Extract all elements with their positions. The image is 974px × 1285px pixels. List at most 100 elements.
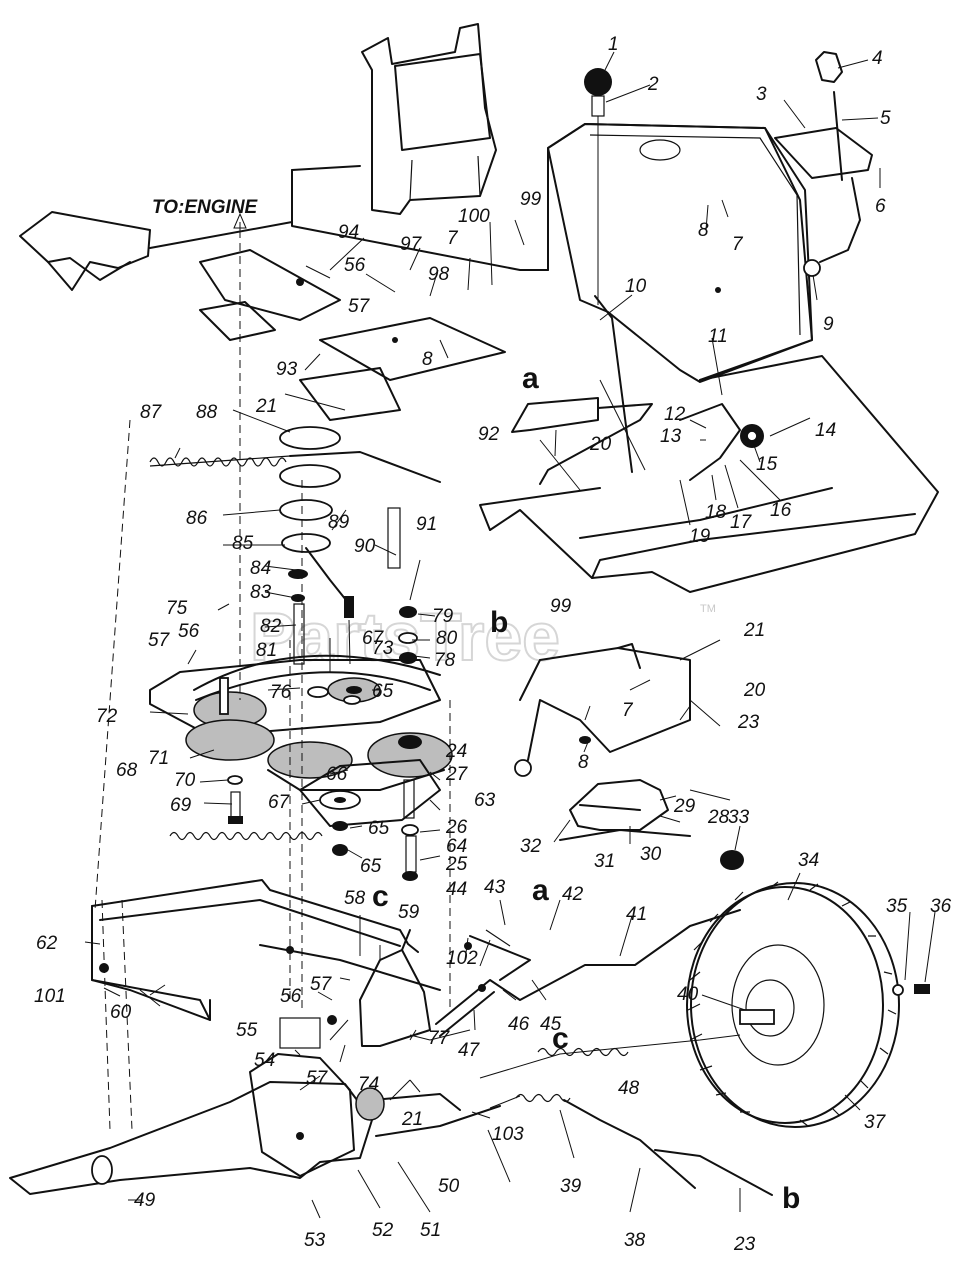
callout-86: 86: [186, 508, 208, 529]
callout-57-bracket: 57: [310, 974, 333, 995]
dash-housing: [547, 123, 813, 383]
callout-69: 69: [170, 795, 192, 816]
callout-73: 73: [372, 638, 394, 659]
transaxle-52: [9, 1053, 461, 1195]
shift-bracket: [279, 929, 431, 1049]
callout-54: 54: [254, 1050, 275, 1071]
callout-21-upper: 21: [255, 396, 277, 417]
callout-32: 32: [520, 836, 542, 857]
callout-75: 75: [166, 598, 188, 619]
callout-38: 38: [624, 1230, 646, 1251]
callout-63: 63: [474, 790, 496, 811]
shift-lever: [774, 51, 873, 277]
leader-lines: [84, 51, 936, 1219]
callout-40: 40: [677, 984, 699, 1005]
callout-28: 28: [707, 807, 730, 828]
clutch-cam: [559, 779, 691, 841]
callout-83: 83: [250, 582, 272, 603]
callout-78: 78: [434, 650, 456, 671]
callout-99-upper: 99: [520, 189, 542, 210]
callout-12: 12: [664, 404, 686, 425]
callout-66: 66: [326, 764, 348, 785]
callout-59: 59: [398, 902, 420, 923]
callout-65-mid: 65: [368, 818, 390, 839]
callout-37: 37: [864, 1112, 887, 1133]
ref-a-lower: a: [532, 874, 549, 907]
callout-20-bracket: 20: [743, 680, 766, 701]
ref-b-lower: b: [782, 1182, 800, 1215]
callout-1: 1: [608, 34, 619, 55]
callout-88: 88: [196, 402, 218, 423]
spring-87: [149, 451, 441, 483]
engine-callout: TO:ENGINE: [152, 197, 259, 218]
callout-81: 81: [256, 640, 277, 661]
callout-57-deck: 57: [348, 296, 371, 317]
ref-c-upper: c: [372, 880, 389, 913]
callout-33: 33: [728, 807, 750, 828]
callout-56-deck: 56: [344, 255, 366, 276]
callout-56-left: 56: [178, 621, 200, 642]
callout-55: 55: [236, 1020, 258, 1041]
part-callouts: 1 2 3 4 5 6 7 7 7 8 8 8 9 10 11 12 13 14…: [34, 34, 952, 1255]
rod-50: [375, 1105, 501, 1137]
callout-53: 53: [304, 1230, 326, 1251]
callout-17: 17: [730, 512, 753, 533]
callout-41: 41: [626, 904, 647, 925]
callout-11: 11: [708, 326, 728, 347]
callout-91: 91: [416, 514, 437, 535]
callout-94: 94: [338, 222, 359, 243]
callout-58: 58: [344, 888, 366, 909]
callout-74: 74: [358, 1074, 379, 1095]
callout-7-dash: 7: [732, 234, 744, 255]
callout-46: 46: [508, 1014, 530, 1035]
callout-76: 76: [270, 682, 292, 703]
callout-99-lower: 99: [550, 596, 572, 617]
engine-label: TO:ENGINE: [152, 197, 259, 218]
callout-10: 10: [625, 276, 647, 297]
callout-68: 68: [116, 760, 138, 781]
callout-67-lower: 67: [268, 792, 291, 813]
callout-103: 103: [492, 1124, 524, 1145]
cable-linkage: [679, 403, 764, 481]
callout-5: 5: [880, 108, 891, 129]
callout-93: 93: [276, 359, 298, 380]
deck-plate: [199, 249, 506, 421]
callout-3: 3: [756, 84, 767, 105]
callout-64: 64: [446, 836, 467, 857]
callout-72: 72: [96, 706, 118, 727]
callout-36: 36: [930, 896, 952, 917]
callout-35: 35: [886, 896, 908, 917]
ref-c-lower: c: [552, 1022, 569, 1055]
callout-24: 24: [445, 741, 467, 762]
spring-39: [515, 1093, 696, 1189]
callout-27: 27: [445, 764, 469, 785]
callout-15: 15: [756, 454, 778, 475]
callout-9: 9: [823, 314, 834, 335]
callout-23-upper: 23: [737, 712, 760, 733]
callout-7-bracket: 7: [622, 700, 634, 721]
callout-101: 101: [34, 986, 66, 1007]
callout-47: 47: [458, 1040, 481, 1061]
callout-85: 85: [232, 533, 254, 554]
callout-23-lower: 23: [733, 1234, 756, 1255]
callout-45: 45: [540, 1014, 562, 1035]
callout-82: 82: [260, 616, 282, 637]
callout-56-lower: 56: [280, 986, 302, 1007]
callout-44: 44: [446, 879, 467, 900]
callout-98: 98: [428, 264, 450, 285]
rear-wheel: [686, 850, 930, 1128]
callout-20-pedal: 20: [589, 434, 612, 455]
shift-rod-41: [435, 909, 741, 1037]
callout-57-lower: 57: [306, 1068, 329, 1089]
callout-43: 43: [484, 877, 506, 898]
callout-18: 18: [705, 502, 727, 523]
callout-8-deck: 8: [422, 349, 433, 370]
callout-65-upper: 65: [372, 681, 394, 702]
callout-60: 60: [110, 1002, 132, 1023]
brake-pedal-rod: [511, 295, 653, 485]
callout-16: 16: [770, 500, 792, 521]
brake-knob: [584, 68, 612, 305]
callout-70: 70: [174, 770, 196, 791]
spring-68: [169, 831, 323, 841]
